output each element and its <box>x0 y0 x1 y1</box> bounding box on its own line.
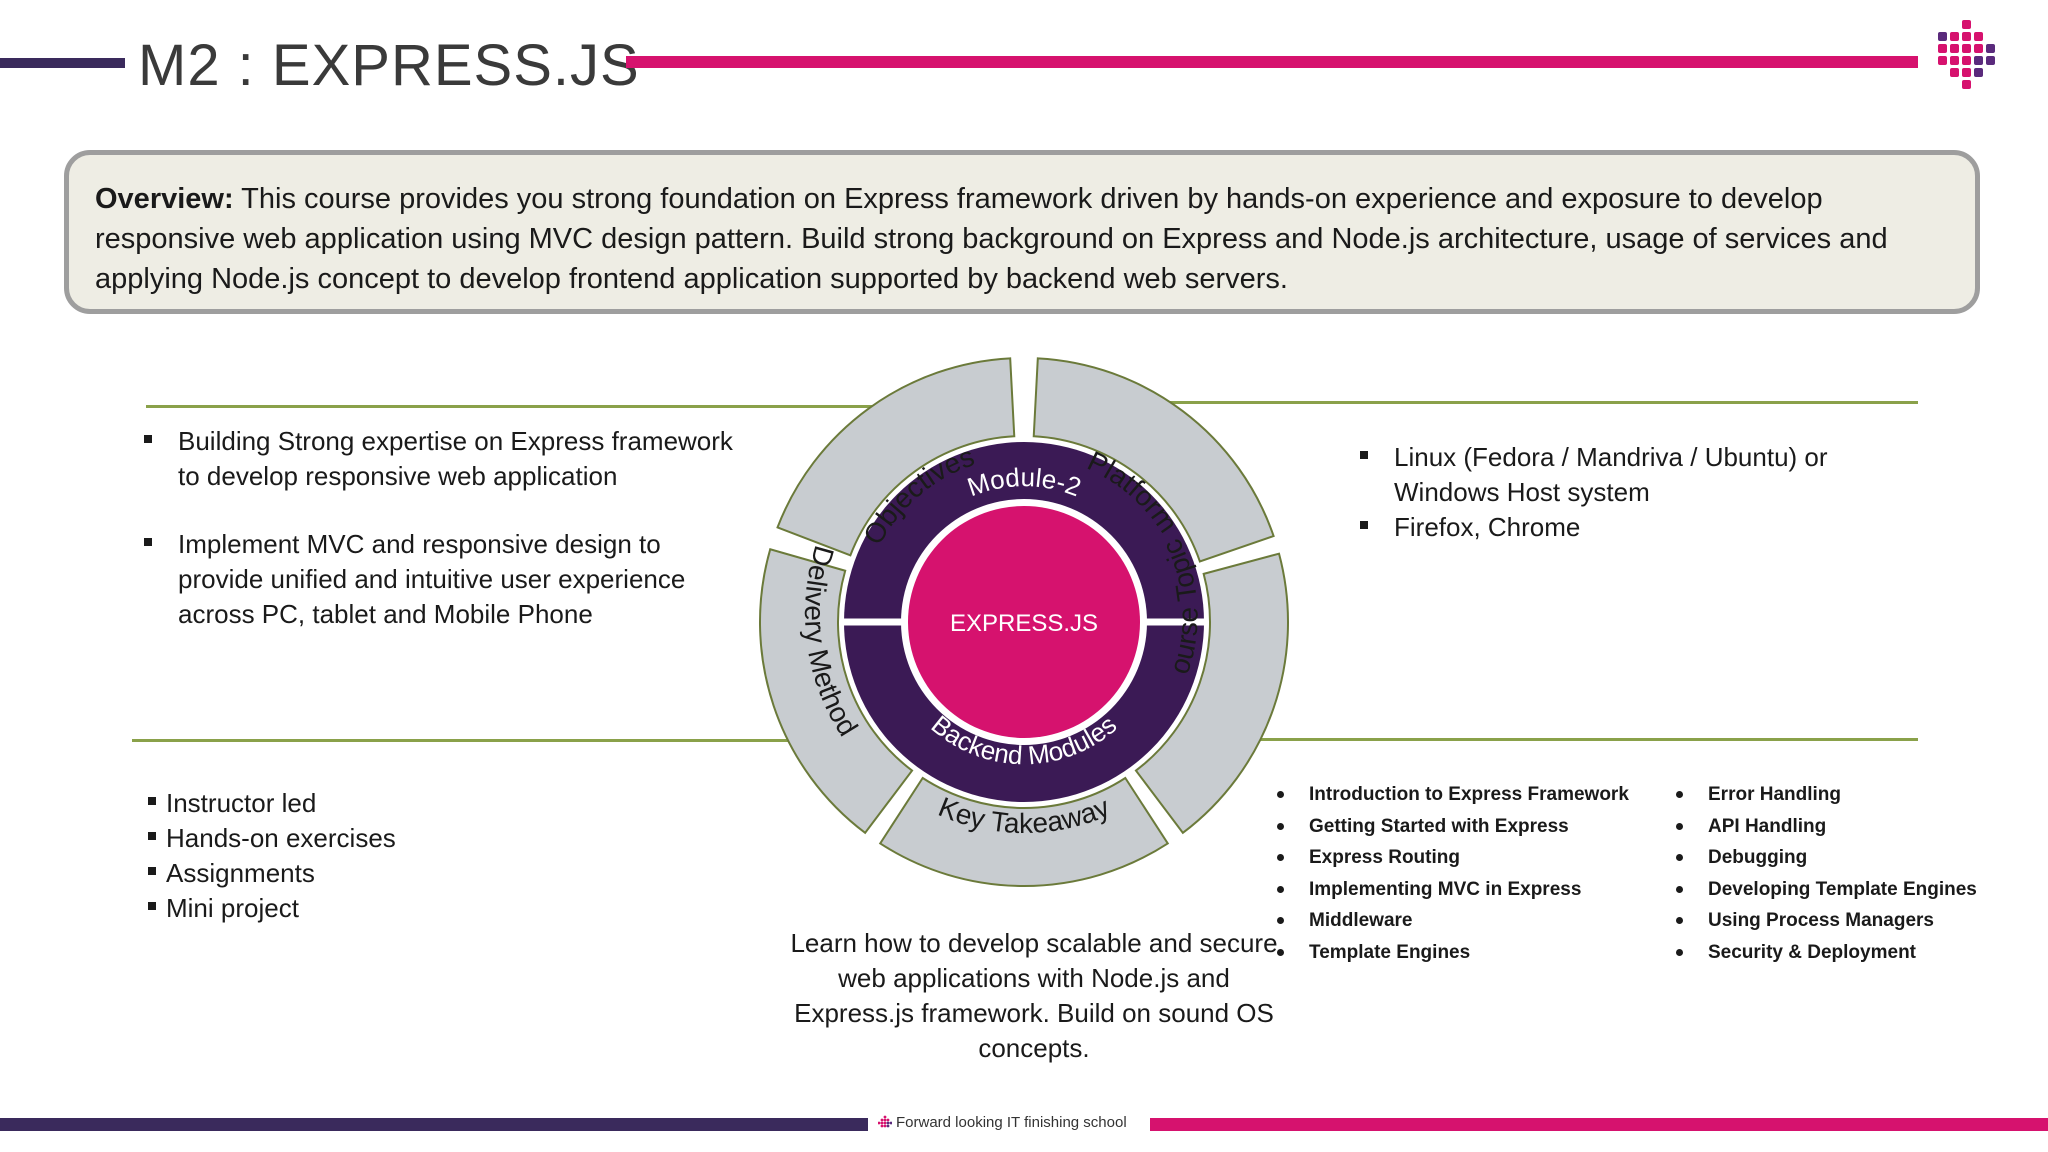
list-item: Mini project <box>146 891 546 926</box>
header-right-bar <box>626 56 1918 68</box>
list-item: Linux (Fedora / Mandriva / Ubuntu) or Wi… <box>1356 440 1916 510</box>
footer-tagline-text: Forward looking IT finishing school <box>896 1114 1127 1131</box>
list-item: Error Handling <box>1672 779 2012 811</box>
list-item: Firefox, Chrome <box>1356 510 1916 545</box>
segment-key-takeaway <box>878 776 1170 887</box>
footer-right-bar <box>1150 1118 2048 1131</box>
list-item: Implement MVC and responsive design to p… <box>140 527 740 632</box>
footer-left-bar <box>0 1118 868 1131</box>
segment-objectives <box>776 357 1016 557</box>
module-diagram: EXPRESS.JS Module-2 Backend Modules Obje… <box>754 352 1289 887</box>
segment-delivery-method <box>759 547 914 835</box>
list-item: Implementing MVC in Express <box>1273 874 1673 906</box>
key-takeaway-text: Learn how to develop scalable and secure… <box>790 928 1278 1063</box>
dot-grid-small-icon <box>878 1115 892 1128</box>
platform-list: Linux (Fedora / Mandriva / Ubuntu) or Wi… <box>1356 440 1916 545</box>
list-item: Assignments <box>146 856 546 891</box>
list-item: Using Process Managers <box>1672 905 2012 937</box>
list-item: Middleware <box>1273 905 1673 937</box>
list-item: Getting Started with Express <box>1273 811 1673 843</box>
list-item: Instructor led <box>146 786 546 821</box>
dot-grid-logo-icon <box>1938 20 1995 89</box>
header-left-bar <box>0 58 125 68</box>
list-item: Debugging <box>1672 842 2012 874</box>
objectives-list: Building Strong expertise on Express fra… <box>140 424 740 665</box>
list-item: Introduction to Express Framework <box>1273 779 1673 811</box>
overview-text: This course provides you strong foundati… <box>95 183 1888 295</box>
list-item: Security & Deployment <box>1672 937 2012 969</box>
center-label: EXPRESS.JS <box>950 610 1098 637</box>
outer-segments <box>759 357 1289 887</box>
list-item: Developing Template Engines <box>1672 874 2012 906</box>
page-title: M2 : EXPRESS.JS <box>138 33 640 98</box>
delivery-divider <box>132 739 792 742</box>
list-item: Building Strong expertise on Express fra… <box>140 424 740 494</box>
topics-divider <box>1260 738 1918 741</box>
list-item: Express Routing <box>1273 842 1673 874</box>
list-item: Template Engines <box>1273 937 1673 969</box>
segment-platform <box>1032 357 1275 563</box>
course-topics-right-list: Error Handling API Handling Debugging De… <box>1672 779 2012 968</box>
objectives-divider <box>146 405 886 408</box>
overview-box: Overview: This course provides you stron… <box>64 150 1980 314</box>
list-item: API Handling <box>1672 811 2012 843</box>
core-circle <box>908 506 1140 738</box>
footer-tagline: Forward looking IT finishing school <box>878 1114 1127 1131</box>
list-item: Hands-on exercises <box>146 821 546 856</box>
overview-label: Overview: <box>95 183 234 215</box>
segment-course-topics <box>1134 552 1289 835</box>
platform-divider <box>1170 401 1918 404</box>
course-topics-left-list: Introduction to Express Framework Gettin… <box>1273 779 1673 968</box>
delivery-method-list: Instructor led Hands-on exercises Assign… <box>146 786 546 926</box>
